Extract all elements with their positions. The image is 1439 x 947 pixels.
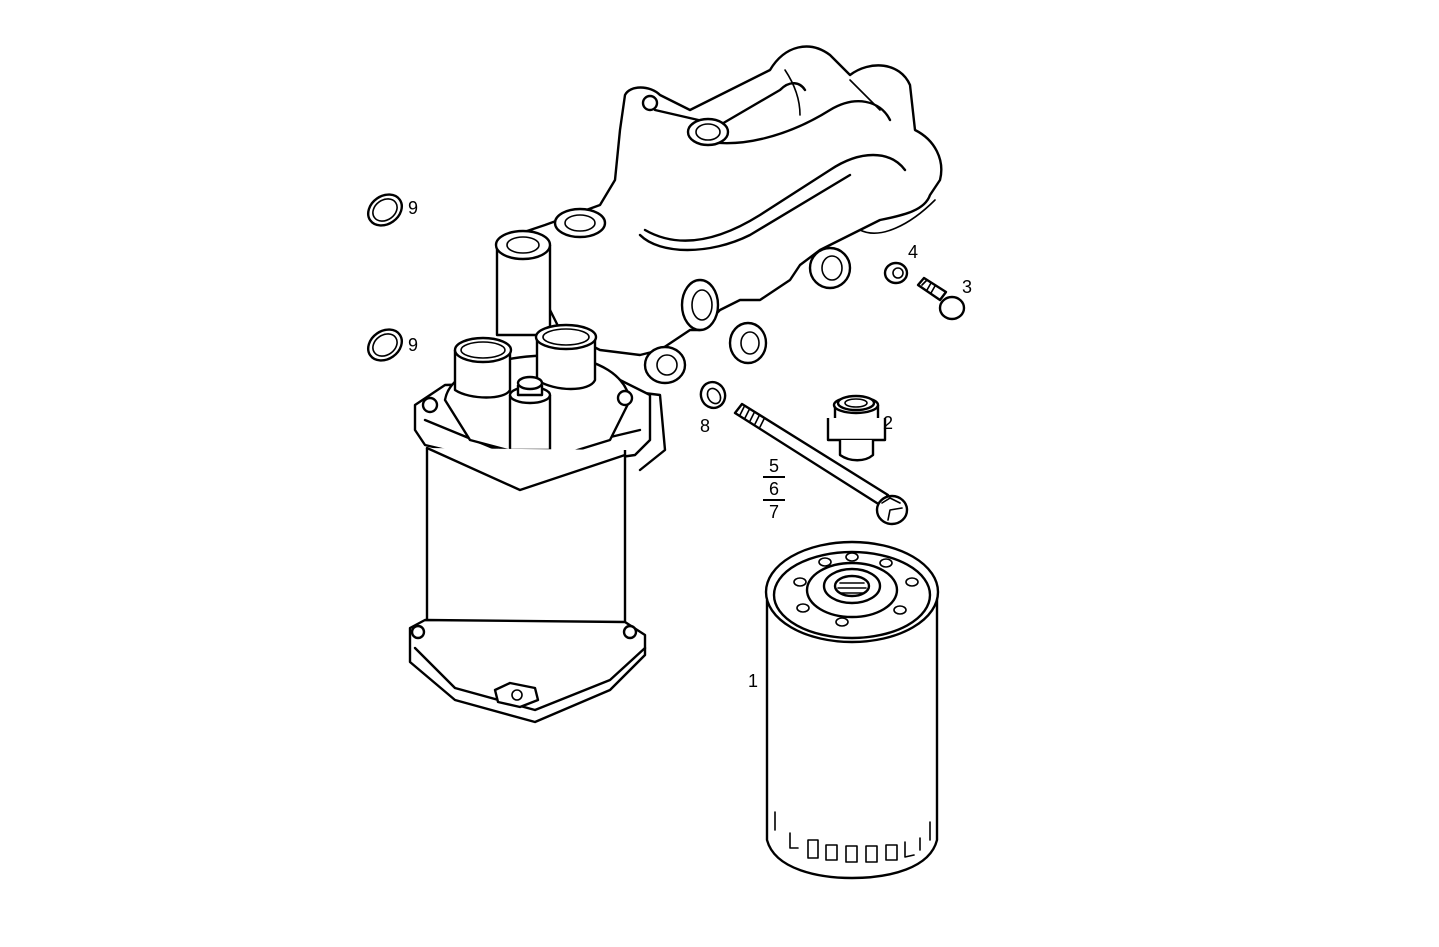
o-ring-9-upper: [367, 193, 403, 227]
callout-3: 3: [962, 277, 973, 297]
callout-6: 6: [763, 480, 785, 501]
washer-4: [883, 261, 909, 285]
callout-5: 5: [763, 457, 785, 478]
callout-4: 4: [908, 242, 919, 262]
o-ring-9-lower: [367, 328, 403, 362]
filter-housing-bracket: [494, 45, 943, 472]
callout-9-upper: 9: [408, 198, 419, 218]
bolt-3: [916, 276, 966, 321]
oil-filter-cartridge-1: [764, 540, 940, 880]
filter-head-canister: [408, 323, 652, 724]
callout-7: 7: [768, 502, 779, 522]
callout-8: 8: [700, 416, 711, 436]
callout-2: 2: [883, 413, 894, 433]
union-fitting-2: [826, 394, 887, 462]
callout-1: 1: [748, 671, 759, 691]
callout-5-6-7: 5 6 7: [763, 457, 785, 521]
long-bolt-5-6-7: [733, 402, 909, 526]
sealing-washer-8: [699, 380, 727, 410]
callout-9-lower: 9: [408, 335, 419, 355]
